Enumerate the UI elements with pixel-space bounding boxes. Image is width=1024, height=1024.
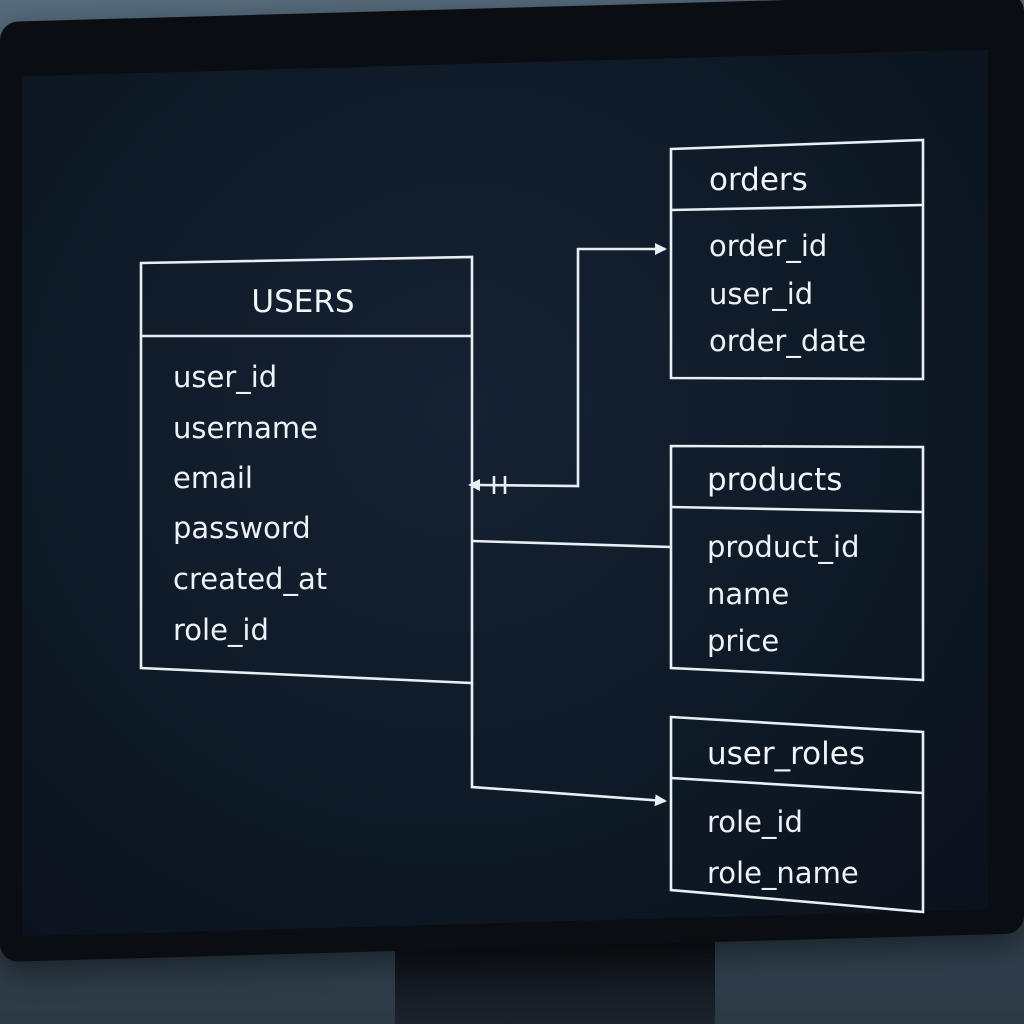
entity-orders-divider — [670, 203, 924, 212]
entity-orders-field: order_id — [709, 229, 827, 263]
entity-products-border — [669, 444, 925, 682]
relationship-users-products — [471, 539, 672, 549]
entity-orders[interactable]: orders order_id user_id order_date — [669, 138, 925, 381]
entity-user-roles-title: user_roles — [707, 736, 865, 772]
entity-orders-title: orders — [709, 162, 808, 198]
entity-orders-field: order_date — [709, 324, 866, 358]
relationship-users-products-line — [471, 539, 672, 549]
entity-user-roles-field: role_id — [707, 805, 803, 839]
relationship-users-user-roles-line — [470, 683, 667, 807]
entity-users-field: email — [173, 461, 253, 495]
entity-users[interactable]: USERS user_id username email password cr… — [139, 255, 474, 685]
entity-user-roles-field: role_name — [707, 856, 859, 890]
entity-products-field: name — [707, 577, 789, 611]
entity-users-field: role_id — [173, 613, 269, 647]
entity-products-divider — [670, 505, 924, 514]
entity-user-roles[interactable]: user_roles role_id role_name — [669, 715, 925, 914]
entity-users-field: created_at — [173, 562, 327, 596]
entity-products-title: products — [707, 462, 842, 498]
entity-users-field: user_id — [173, 360, 277, 394]
entity-user-roles-border — [669, 715, 925, 914]
monitor-stand — [395, 935, 715, 1024]
entity-users-title: USERS — [251, 284, 354, 320]
entity-orders-border — [669, 138, 925, 381]
entity-users-field: password — [173, 511, 311, 545]
relationship-users-user-roles — [470, 683, 667, 807]
entity-products-field: product_id — [707, 530, 860, 564]
entity-user-roles-divider — [670, 776, 924, 795]
relationship-users-orders-line — [468, 243, 667, 492]
entity-orders-field: user_id — [709, 277, 813, 311]
relationship-users-orders — [468, 243, 667, 494]
entity-products[interactable]: products product_id name price — [669, 444, 925, 682]
entity-products-field: price — [707, 624, 779, 658]
entity-users-field: username — [173, 411, 318, 445]
